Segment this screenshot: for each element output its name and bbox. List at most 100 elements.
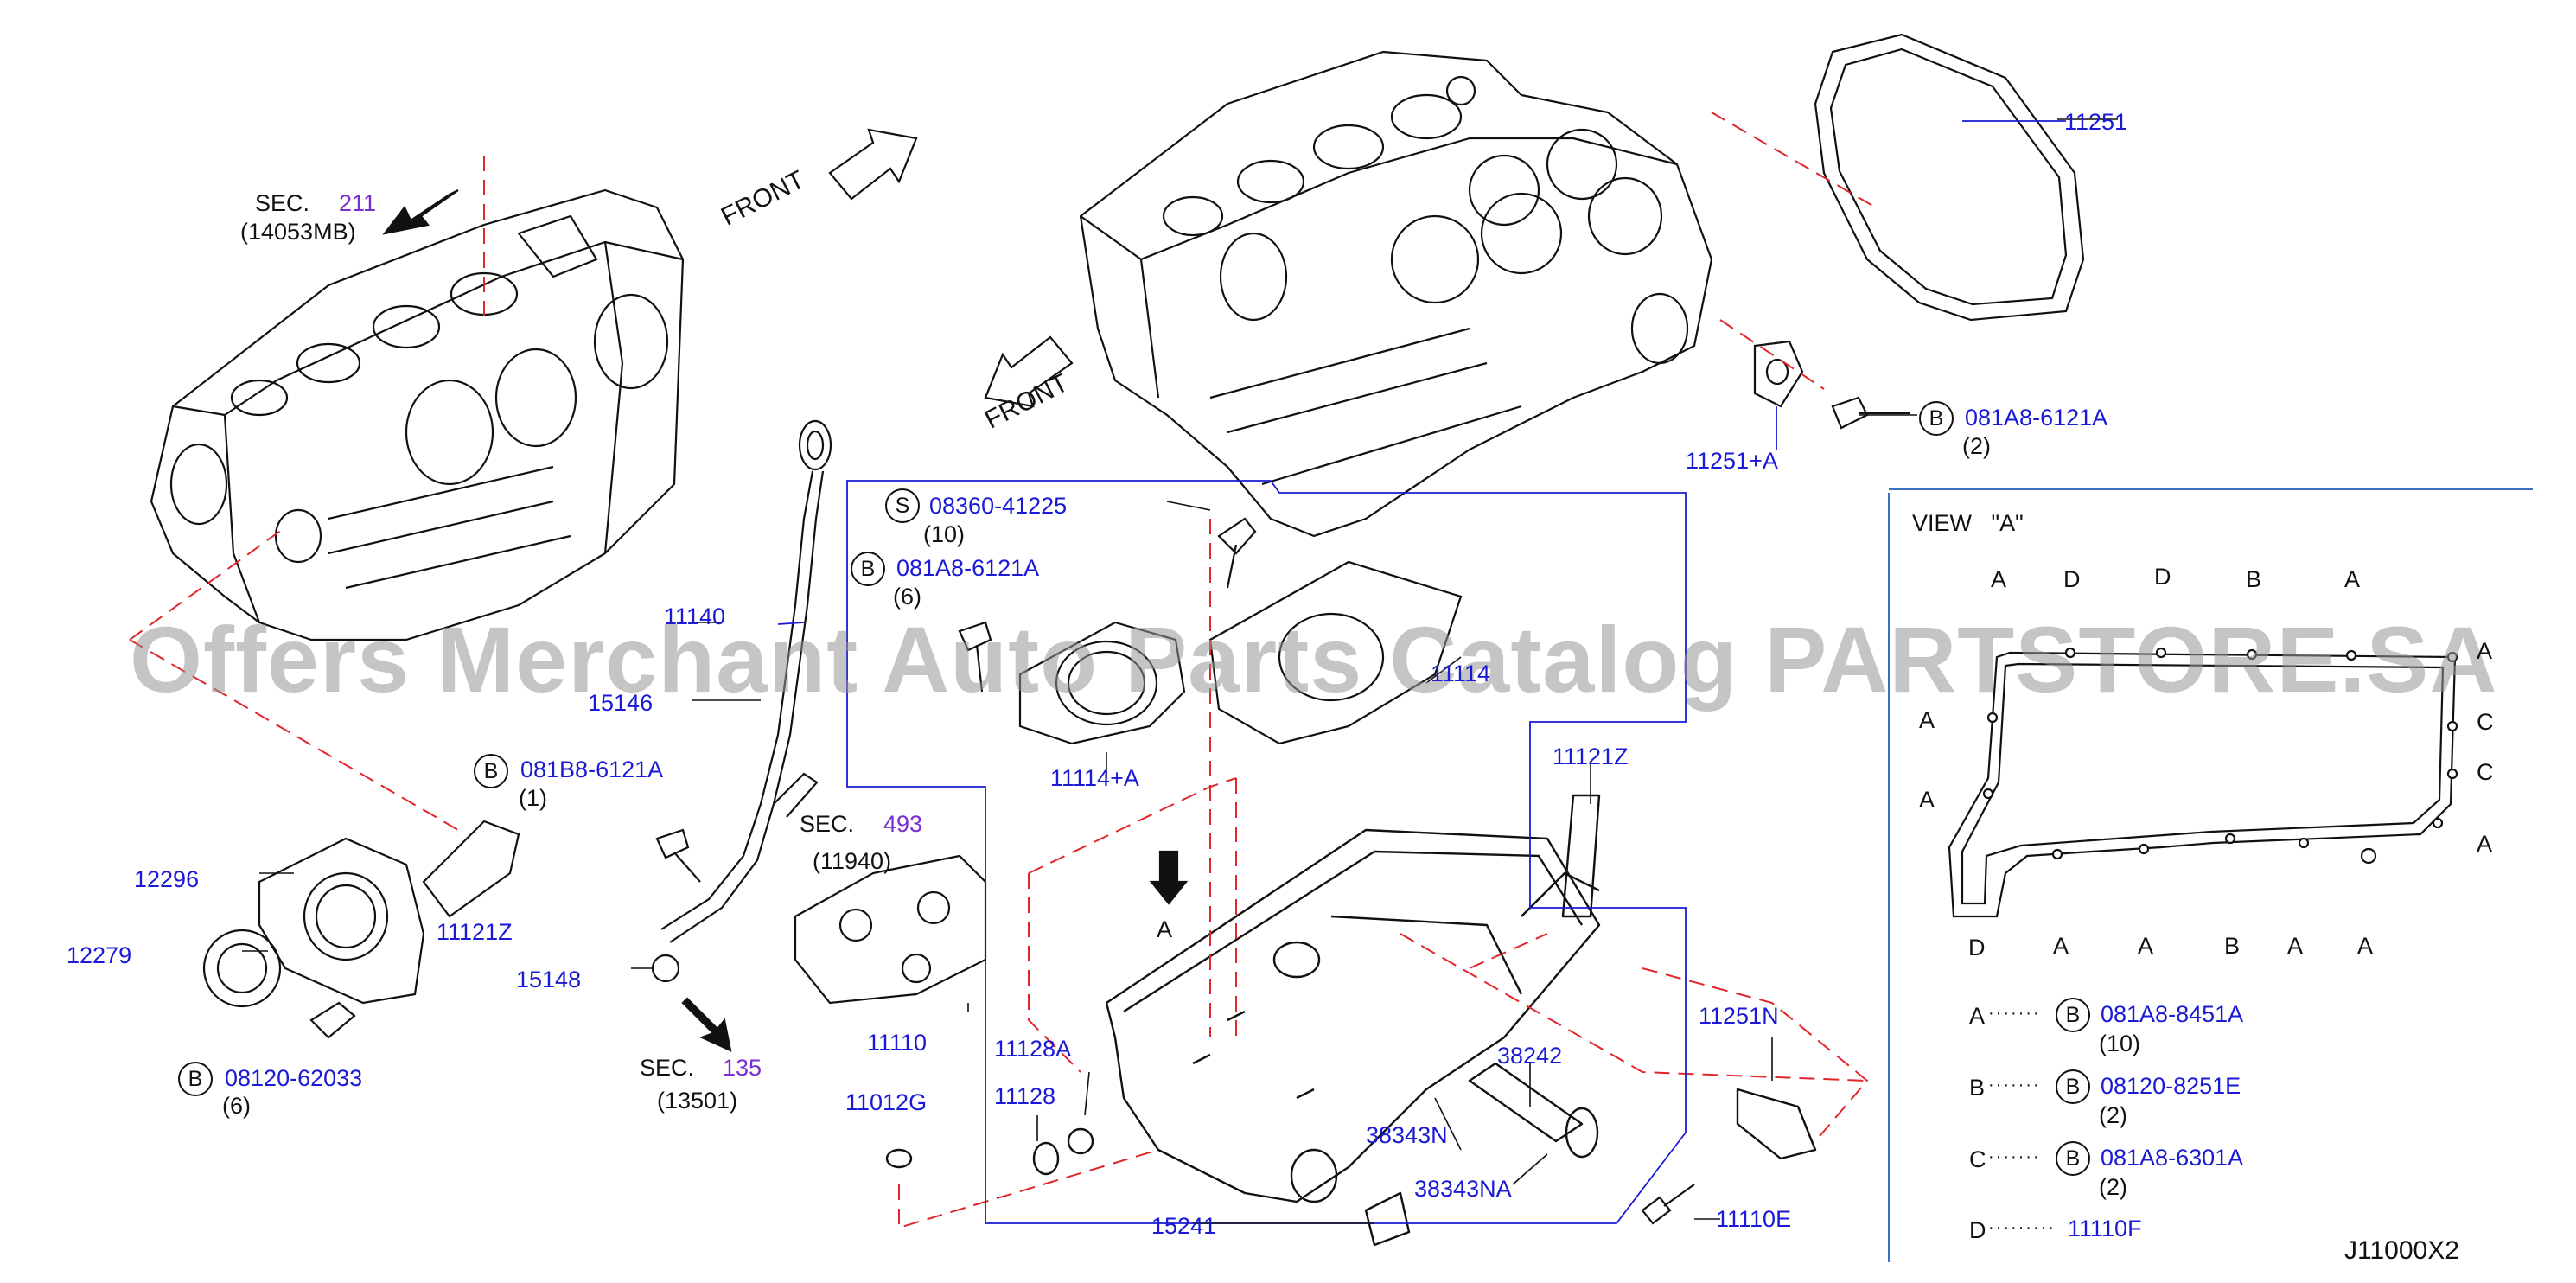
view-a-right-letter: C [2477, 759, 2494, 785]
qty-081A8-6121A-2: (2) [1962, 433, 1991, 459]
dashed-assembly-lines [129, 112, 1877, 1229]
part-12296[interactable]: 12296 [134, 866, 200, 892]
part-11110e[interactable]: 11110E [1716, 1206, 1792, 1232]
part-11251-n[interactable]: 11251N [1699, 1003, 1779, 1029]
view-a-frame [1888, 488, 2533, 1262]
part-15148[interactable]: 15148 [516, 967, 582, 993]
legend-key-a: A [1969, 1003, 1986, 1029]
bolt-badge-b4: B [1919, 401, 1954, 436]
part-15146[interactable]: 15146 [588, 690, 654, 716]
part-11140[interactable]: 11140 [664, 603, 726, 629]
leader-lines [242, 118, 2118, 1224]
bolt-badge-s: S [885, 488, 920, 523]
legend-qty-b: (2) [2099, 1102, 2127, 1128]
view-a-top-letter: D [2063, 566, 2081, 592]
part-081B8-6121A[interactable]: 081B8-6121A [520, 756, 664, 782]
bolt-badge-b2: B [474, 754, 508, 788]
rear-gasket-11251 [1753, 33, 2085, 408]
sec135-prefix: SEC. [640, 1055, 695, 1081]
legend-part-a[interactable]: 081A8-8451A [2101, 1001, 2244, 1027]
left-cylinder-block [150, 188, 685, 642]
qty-08120-62033: (6) [222, 1093, 251, 1119]
legend-dots: ········· [1988, 1218, 2056, 1237]
sec135-ref: (13501) [657, 1088, 738, 1114]
part-11012g[interactable]: 11012G [845, 1089, 928, 1115]
view-a-bottom-letter: D [1968, 935, 1986, 961]
view-a-left-letter: A [1919, 787, 1935, 813]
part-081A8-6121A-6[interactable]: 081A8-6121A [896, 555, 1040, 581]
bolt-glyphs [655, 396, 1910, 1225]
part-08360-41225[interactable]: 08360-41225 [929, 493, 1068, 519]
legend-badge-a: B [2056, 998, 2090, 1032]
view-a-right-letter: A [2477, 831, 2493, 857]
view-a-top-letter: A [2344, 566, 2361, 592]
sec135-link[interactable]: 135 [723, 1055, 762, 1081]
part-11114-a[interactable]: 11114+A [1050, 765, 1139, 791]
sec493-link[interactable]: 493 [883, 811, 923, 837]
view-a-oil-pan-outline [1948, 647, 2458, 918]
part-11251-a[interactable]: 11251+A [1686, 448, 1778, 474]
view-a-title: VIEW "A" [1912, 510, 2024, 536]
callout-lines [777, 120, 2066, 1224]
oil-pan-11110 [885, 794, 1817, 1247]
view-a-bottom-letter: B [2224, 933, 2241, 959]
view-a-bottom-letter: A [2053, 933, 2069, 959]
view-a-bottom-letter: A [2287, 933, 2304, 959]
part-11128-a[interactable]: 11128A [994, 1036, 1072, 1062]
bracket-sec493 [794, 854, 987, 1005]
part-12279[interactable]: 12279 [67, 942, 132, 968]
qty-08360-41225: (10) [923, 521, 966, 547]
bolt-badge-b1: B [851, 552, 885, 586]
sec493-prefix: SEC. [800, 811, 855, 837]
view-a-top-letter: D [2154, 564, 2171, 590]
legend-dots: ······· [1988, 1147, 2041, 1166]
view-a-left-letter: A [1919, 707, 1935, 733]
part-11110[interactable]: 11110 [867, 1030, 928, 1056]
qty-081B8-6121A: (1) [519, 785, 547, 811]
watermark: Offers Merchant Auto Parts Catalog PARTS… [130, 607, 2498, 712]
part-38242[interactable]: 38242 [1497, 1043, 1563, 1069]
part-081A8-6121A-2[interactable]: 081A8-6121A [1965, 405, 2108, 431]
diagram-code: J11000X2 [2344, 1236, 2459, 1265]
sec211-prefix: SEC. [255, 190, 310, 216]
part-11121z-left[interactable]: 11121Z [437, 919, 513, 945]
right-cylinder-block [1079, 50, 1713, 538]
legend-key-c: C [1969, 1146, 1986, 1172]
part-38343na[interactable]: 38343NA [1414, 1176, 1512, 1202]
part-11251[interactable]: 11251 [2064, 109, 2128, 135]
legend-part-c[interactable]: 081A8-6301A [2101, 1145, 2244, 1171]
legend-part-b[interactable]: 08120-8251E [2101, 1073, 2241, 1099]
front-cover-12296 [202, 820, 520, 1039]
part-08120-62033[interactable]: 08120-62033 [225, 1065, 363, 1091]
legend-part-d[interactable]: 11110F [2068, 1216, 2142, 1242]
legend-qty-a: (10) [2099, 1031, 2141, 1056]
legend-key-b: B [1969, 1075, 1986, 1101]
part-15241[interactable]: 15241 [1151, 1213, 1217, 1239]
view-a-bottom-letter: A [2357, 933, 2374, 959]
view-a-right-letter: A [2477, 638, 2493, 664]
legend-badge-b: B [2056, 1069, 2090, 1104]
legend-dots: ······· [1988, 1076, 2041, 1095]
legend-badge-c: B [2056, 1141, 2090, 1176]
legend-dots: ······· [1988, 1004, 2041, 1023]
bolt-badge-b3: B [178, 1062, 213, 1096]
legend-key-d: D [1969, 1217, 1986, 1243]
qty-081A8-6121A-6: (6) [893, 584, 921, 610]
legend-qty-c: (2) [2099, 1174, 2127, 1200]
view-a-top-letter: B [2246, 566, 2262, 592]
direction-arrows [382, 128, 1189, 1052]
view-a-top-letter: A [1991, 566, 2007, 592]
sec211-link[interactable]: 211 [339, 190, 377, 216]
part-11128[interactable]: 11128 [994, 1083, 1056, 1109]
part-11121z-right[interactable]: 11121Z [1553, 744, 1629, 769]
view-a-right-letter: C [2477, 709, 2494, 735]
part-38343n[interactable]: 38343N [1366, 1122, 1448, 1148]
sec493-ref: (11940) [813, 848, 892, 874]
sec211-ref: (14053MB) [240, 219, 356, 245]
view-a-bottom-letter: A [2138, 933, 2154, 959]
part-11114[interactable]: 11114 [1431, 661, 1491, 686]
view-a-pointer-letter: A [1157, 916, 1173, 942]
seal-gaskets-11114 [1018, 560, 1463, 745]
